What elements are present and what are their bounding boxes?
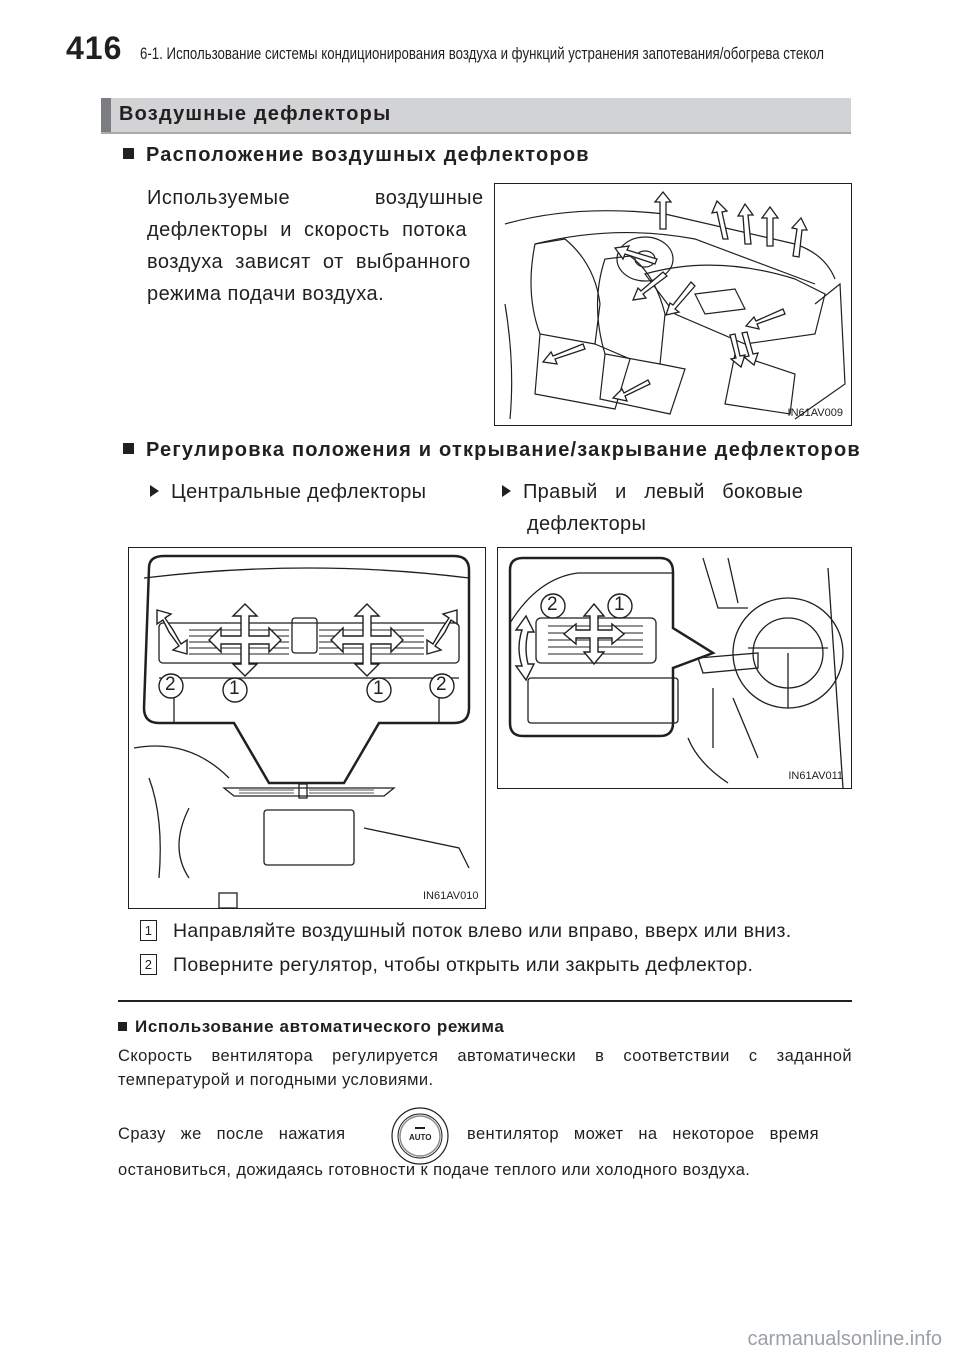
triangle-bullet-icon bbox=[502, 485, 511, 497]
note-number: 2 bbox=[140, 954, 157, 975]
auto-button-icon: AUTO bbox=[390, 1106, 450, 1166]
auto-mode-heading: Использование автоматического режима bbox=[118, 1017, 504, 1037]
location-line: режима подачи воздуха. bbox=[147, 283, 385, 305]
callout-1: 1 bbox=[373, 678, 384, 699]
auto-mode-para2-line2: остановиться, дожидаясь готовности к под… bbox=[118, 1161, 751, 1179]
auto-mode-para2-before: Сразу же после нажатия bbox=[118, 1125, 346, 1143]
location-heading-text: Расположение воздушных дефлекторов bbox=[146, 144, 590, 166]
interior-illustration bbox=[504, 190, 846, 420]
note-item: 1 Направляйте воздушный поток влево или в… bbox=[140, 920, 791, 943]
adjustment-heading-text: Регулировка положения и открывание/закры… bbox=[146, 439, 861, 461]
side-vents-illustration bbox=[508, 556, 844, 788]
center-vents-label-text: Центральные дефлекторы bbox=[171, 481, 427, 503]
side-vents-label-line1: Правый и левый боковые bbox=[523, 481, 804, 503]
side-vents-label-line2: дефлекторы bbox=[527, 513, 647, 535]
adjustment-heading: Регулировка положения и открывание/закры… bbox=[123, 439, 861, 462]
divider bbox=[118, 1000, 852, 1002]
auto-mode-para2-after: вентилятор может на некоторое время bbox=[467, 1125, 819, 1143]
note-text: Направляйте воздушный поток влево или вп… bbox=[173, 920, 792, 942]
section-header-accent bbox=[101, 98, 111, 132]
chapter-title: 6-1. Использование системы кондициониров… bbox=[140, 44, 824, 63]
square-bullet-icon bbox=[118, 1022, 127, 1031]
callout-1: 1 bbox=[229, 678, 240, 699]
auto-mode-para1-line1: Скорость вентилятора регулируется автома… bbox=[118, 1047, 852, 1065]
callout-2: 2 bbox=[436, 674, 447, 695]
location-line: воздуха зависят от выбранного bbox=[147, 251, 471, 273]
auto-button-label: AUTO bbox=[409, 1133, 432, 1142]
figure-code: IN61AV009 bbox=[787, 407, 843, 419]
section-header: Воздушные дефлекторы bbox=[101, 98, 851, 134]
page-number: 416 bbox=[66, 30, 123, 66]
note-text: Поверните регулятор, чтобы открыть или з… bbox=[173, 954, 754, 976]
center-vents-label: Центральные дефлекторы bbox=[150, 476, 426, 508]
callout-2: 2 bbox=[547, 594, 558, 615]
location-line: Используемые воздушные bbox=[147, 187, 484, 209]
callout-2: 2 bbox=[165, 674, 176, 695]
auto-mode-heading-text: Использование автоматического режима bbox=[135, 1017, 505, 1036]
auto-mode-para1-line2: температурой и погодными условиями. bbox=[118, 1071, 434, 1089]
center-vents-illustration bbox=[133, 554, 471, 908]
note-number: 1 bbox=[140, 920, 157, 941]
square-bullet-icon bbox=[123, 148, 134, 159]
triangle-bullet-icon bbox=[150, 485, 159, 497]
square-bullet-icon bbox=[123, 443, 134, 454]
figure-code: IN61AV011 bbox=[788, 770, 843, 782]
watermark: carmanualsonline.info bbox=[747, 1328, 942, 1350]
side-vents-label: Правый и левый боковые дефлекторы bbox=[502, 476, 847, 540]
location-line: дефлекторы и скорость потока bbox=[147, 219, 467, 241]
location-heading: Расположение воздушных дефлекторов bbox=[123, 144, 590, 167]
interior-figure: IN61AV009 bbox=[494, 183, 852, 426]
side-vents-figure: 2 1 IN61AV011 bbox=[497, 547, 852, 789]
center-vents-figure: 2 1 1 2 IN61AV010 bbox=[128, 547, 486, 909]
auto-button-graphic bbox=[391, 1107, 449, 1165]
figure-code: IN61AV010 bbox=[423, 890, 479, 902]
location-paragraph: Используемые воздушные дефлекторы и скор… bbox=[147, 182, 484, 310]
section-title: Воздушные дефлекторы bbox=[119, 103, 392, 125]
callout-1: 1 bbox=[614, 594, 625, 615]
note-item: 2 Поверните регулятор, чтобы открыть или … bbox=[140, 954, 753, 977]
